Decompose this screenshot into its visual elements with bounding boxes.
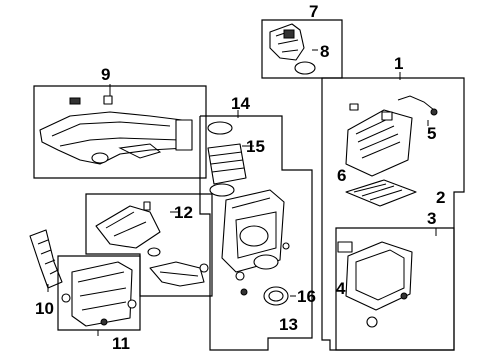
callout-16: 16 <box>297 287 316 306</box>
callout-11: 11 <box>112 334 130 353</box>
callout-10: 10 <box>35 299 54 318</box>
group-13-box <box>199 115 313 351</box>
air-flow-sensor-part <box>269 23 305 61</box>
air-cleaner-upper-part <box>345 109 413 177</box>
callout-5: 5 <box>427 124 436 143</box>
air-cleaner-lower-part <box>221 189 285 273</box>
group-3-box <box>335 227 455 351</box>
hose-clamp-part <box>207 121 235 197</box>
callout-4: 4 <box>336 279 346 298</box>
air-cleaner-housing-part <box>337 241 413 328</box>
callout-6: 6 <box>337 166 346 185</box>
tube-part <box>147 247 209 287</box>
callout-12: 12 <box>174 203 193 222</box>
seal-ring-part <box>294 61 316 75</box>
sensor-wire-part <box>349 95 438 116</box>
intake-duct-part <box>39 111 193 165</box>
callout-15: 15 <box>246 137 265 156</box>
callout-9: 9 <box>101 65 110 84</box>
callout-13: 13 <box>279 315 298 334</box>
callout-3: 3 <box>427 209 436 228</box>
resonator-box-part <box>61 261 137 327</box>
bellows-hose-part <box>207 143 247 185</box>
air-filter-element-part <box>345 179 417 207</box>
callout-7: 7 <box>309 2 318 21</box>
callout-1: 1 <box>394 54 403 73</box>
gasket-part <box>253 254 289 306</box>
group-11-box <box>57 255 141 331</box>
fastener-part <box>235 242 290 296</box>
callout-2: 2 <box>436 188 445 207</box>
callout-14: 14 <box>231 94 250 113</box>
intake-hose-part <box>29 229 63 289</box>
resonator-part <box>95 201 161 249</box>
clip-part <box>69 95 113 105</box>
group-9-box <box>33 85 207 179</box>
callout-8: 8 <box>320 42 329 61</box>
